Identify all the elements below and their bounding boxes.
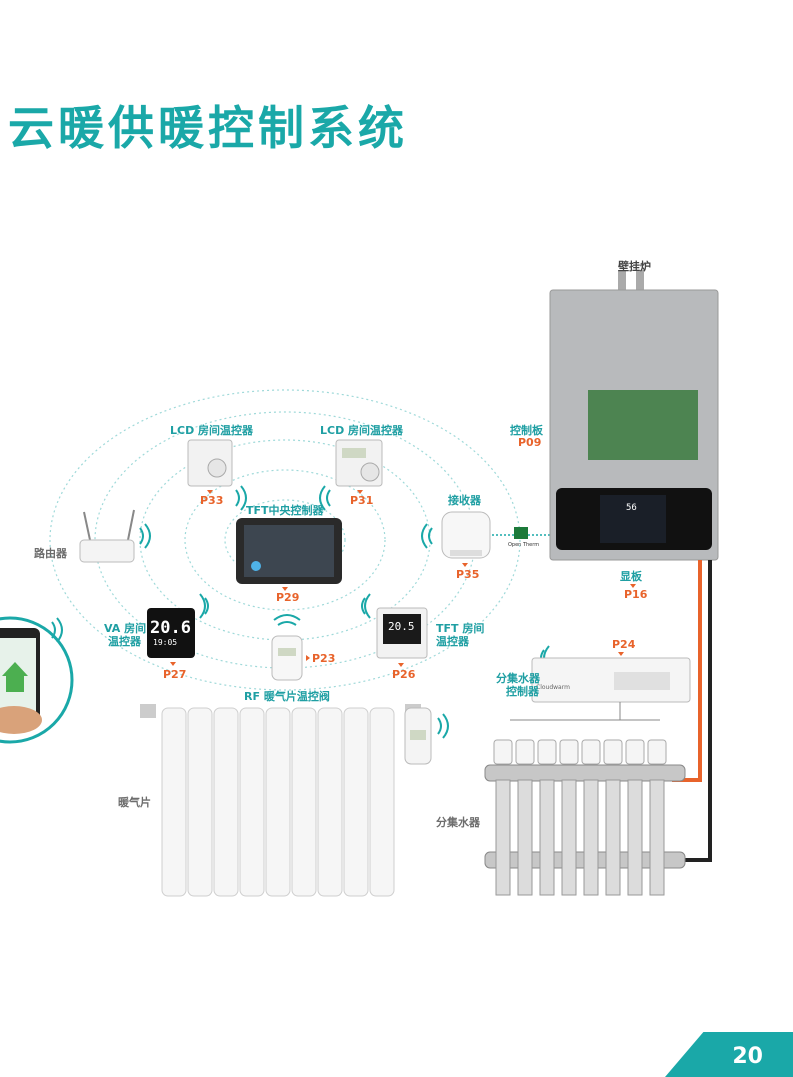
router-label: 路由器 — [34, 547, 67, 560]
page-number: 20 — [732, 1044, 763, 1069]
radiator-label: 暖气片 — [118, 796, 151, 809]
rf-valve-small — [271, 635, 303, 681]
wifi-icons — [51, 485, 550, 739]
receiver-device — [441, 511, 491, 559]
lcd-thermostat-2-page: P31 — [350, 494, 374, 507]
receiver-label: 接收器 — [448, 494, 481, 507]
va-page: P27 — [163, 668, 187, 681]
page-title: 云暖供暖控制系统 — [8, 101, 408, 155]
tft-room-label-line1: TFT 房间 — [436, 622, 485, 635]
lcd-thermostat-1 — [187, 439, 233, 487]
tft-room-temp-display: 20.5 — [388, 620, 415, 633]
va-label-line1: VA 房间 — [104, 622, 147, 635]
router-device — [79, 509, 135, 563]
lcd-thermostat-1-page: P33 — [200, 494, 224, 507]
manifold-controller-brand: Cloudwarm — [536, 684, 570, 691]
manifold-label: 分集水器 — [436, 816, 480, 829]
lcd-thermostat-2-label: LCD 房间温控器 — [320, 424, 404, 437]
va-temp-display: 20.6 — [150, 618, 191, 638]
display-page: P16 — [624, 588, 648, 601]
va-label-line2: 温控器 — [108, 635, 141, 648]
tft-central-page: P29 — [276, 591, 300, 604]
boiler-device — [549, 270, 719, 561]
opentherm-label: Open Therm — [508, 542, 540, 548]
rf-valve-page: P23 — [312, 652, 336, 665]
display-label: 显板 — [620, 570, 642, 583]
lcd-thermostat-2 — [335, 439, 383, 487]
va-thermostat — [147, 608, 195, 658]
control-board-page: P09 — [518, 436, 542, 449]
boiler-label: 壁挂炉 — [618, 260, 651, 273]
tft-room-page: P26 — [392, 668, 416, 681]
manifold-controller-label-line1: 分集水器 — [496, 672, 540, 685]
lcd-thermostat-1-label: LCD 房间温控器 — [170, 424, 254, 437]
receiver-page: P35 — [456, 568, 480, 581]
tft-central-controller — [236, 518, 342, 584]
manifold-device — [484, 739, 686, 896]
radiator-device — [140, 704, 432, 897]
tft-room-label-line2: 温控器 — [436, 635, 469, 648]
control-board-label: 控制板 — [510, 424, 543, 437]
mobile-phone — [0, 616, 74, 744]
tft-room-thermostat — [376, 607, 428, 659]
tft-central-label: TFT中央控制器 — [246, 504, 324, 517]
manifold-controller-device — [510, 657, 691, 721]
boiler-temp-display: 56 — [626, 503, 637, 513]
manifold-controller-page: P24 — [612, 638, 636, 651]
manifold-controller-label-line2: 控制器 — [506, 685, 539, 698]
rf-valve-label: RF 暖气片温控阀 — [244, 690, 330, 703]
va-time-display: 19:05 — [153, 638, 178, 647]
